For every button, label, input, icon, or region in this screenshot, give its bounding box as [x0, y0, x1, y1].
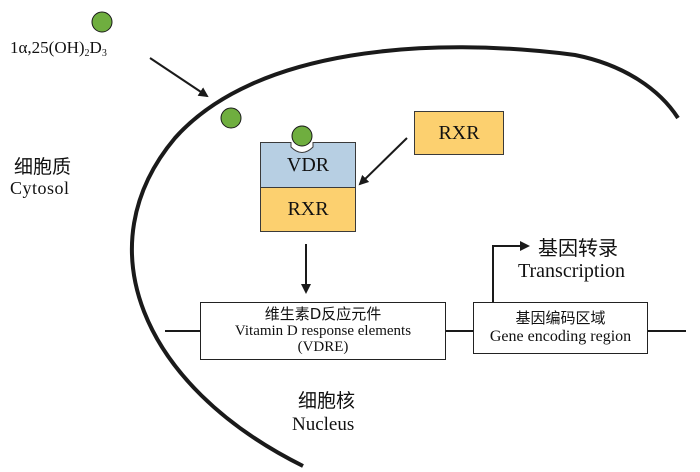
free-rxr-box: RXR	[414, 111, 504, 155]
cytosol-label-en: Cytosol	[10, 178, 70, 198]
cytosol-label-zh: 细胞质	[14, 156, 72, 178]
ligand-dot-inside	[220, 107, 242, 129]
gene-region-label-en: Gene encoding region	[489, 328, 632, 346]
vdre-label-abbr: (VDRE)	[297, 339, 349, 356]
complex-rxr-box: RXR	[260, 187, 356, 232]
vdre-label-en: Vitamin D response elements	[234, 322, 412, 339]
nuclear-membrane	[129, 45, 680, 468]
vdre-box: 维生素D反应元件 Vitamin D response elements (VD…	[200, 302, 446, 360]
transcription-label-en: Transcription	[518, 260, 626, 282]
gene-region-box: 基因编码区域 Gene encoding region	[473, 302, 648, 354]
vdre-label-zh: 维生素D反应元件	[264, 305, 382, 324]
gene-region-label-zh: 基因编码区域	[515, 308, 606, 327]
ligand-label: 1α,25(OH)2D3	[10, 38, 107, 59]
vdr-box: VDR	[260, 142, 356, 187]
nucleus-label-zh: 细胞核	[298, 390, 356, 412]
nucleus-label-en: Nucleus	[292, 414, 355, 435]
transcription-arrow	[492, 241, 530, 302]
ligand-dot-outside	[91, 11, 113, 33]
transcription-label-zh: 基因转录	[538, 236, 618, 260]
rxr-binding-arrow	[358, 137, 408, 186]
ligand-entry-arrow	[149, 57, 209, 98]
